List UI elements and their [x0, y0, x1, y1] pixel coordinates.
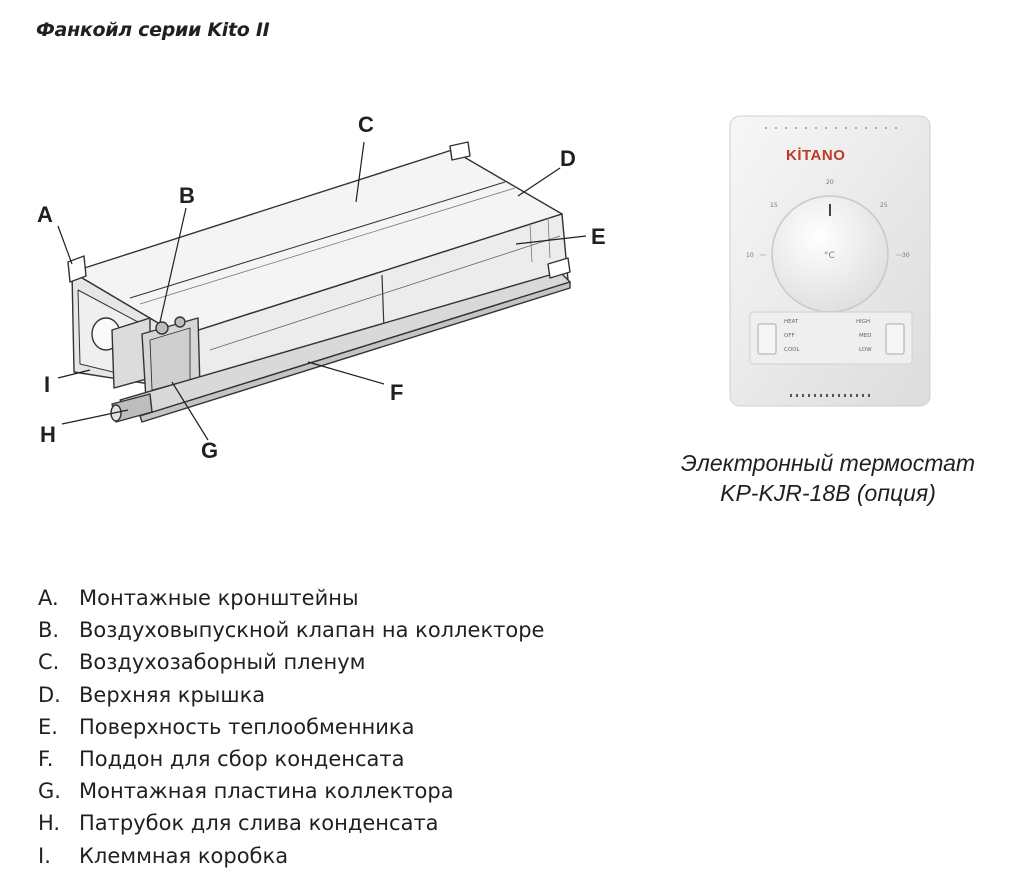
- mode-switch[interactable]: [757, 323, 777, 355]
- legend-letter: G.: [38, 779, 61, 804]
- legend-item: I. Клеммная коробка: [38, 840, 544, 872]
- legend-item: A. Монтажные кронштейны: [38, 582, 544, 614]
- legend-letter: F.: [38, 746, 54, 771]
- dial-tick-label: 20: [826, 179, 834, 186]
- dial-unit-label: °C: [824, 251, 835, 261]
- legend-text: Верхняя крышка: [79, 682, 266, 707]
- legend-letter: A.: [38, 586, 59, 610]
- mode-label-off: OFF: [784, 333, 795, 339]
- callout-leader-lines: [57, 141, 587, 441]
- legend-letter: C.: [38, 650, 60, 675]
- legend-text: Воздухозаборный пленум: [79, 650, 366, 675]
- legend-text: Монтажная пластина коллектора: [79, 779, 454, 804]
- switch-panel: [749, 311, 913, 365]
- page-title: Фанкойл серии Kito II: [36, 19, 270, 41]
- dial-tick-label: 10: [746, 252, 754, 259]
- legend-text: Поверхность теплообменника: [79, 714, 415, 739]
- dial-tick-label: 25: [880, 202, 888, 209]
- callout-d: D: [560, 146, 576, 171]
- legend-letter: B.: [38, 618, 60, 643]
- mode-label-cool: COOL: [784, 347, 800, 353]
- thermostat-caption-model: KP-KJR-18B (опция): [720, 480, 936, 506]
- dial-tick-label: 15: [770, 202, 778, 209]
- fancoil-unit-illustration: [67, 141, 571, 423]
- legend-text: Монтажные кронштейны: [79, 586, 359, 610]
- fancoil-diagram: A B C D E F G H I: [37, 112, 606, 463]
- legend-letter: E.: [38, 714, 58, 739]
- callout-b: B: [179, 183, 195, 208]
- thermostat-brand-logo: KİTANO: [786, 147, 845, 164]
- legend-item: B. Воздуховыпускной клапан на коллекторе: [38, 614, 544, 646]
- legend-letter: H.: [38, 811, 61, 836]
- callout-g: G: [201, 438, 218, 463]
- callout-h: H: [40, 422, 56, 447]
- callout-i: I: [44, 372, 50, 397]
- callout-a: A: [37, 202, 53, 227]
- thermostat-caption-title: Электронный термостат: [680, 450, 976, 476]
- legend-text: Патрубок для слива конденсата: [79, 811, 439, 836]
- dial-tick-label: 30: [902, 252, 910, 259]
- fan-label-high: HIGH: [856, 319, 870, 325]
- legend-item: D. Верхняя крышка: [38, 679, 544, 711]
- legend-text: Воздуховыпускной клапан на коллекторе: [79, 618, 545, 643]
- mode-label-heat: HEAT: [784, 319, 799, 325]
- callout-f: F: [390, 380, 403, 405]
- legend-item: G. Монтажная пластина коллектора: [38, 775, 544, 807]
- thermostat-illustration: KİTANO 10 15 20 25 30 °C HEAT OFF COOL H…: [729, 115, 931, 407]
- legend-letter: I.: [38, 843, 51, 868]
- legend-item: E. Поверхность теплообменника: [38, 711, 544, 743]
- fan-label-low: LOW: [859, 347, 872, 353]
- legend-item: H. Патрубок для слива конденсата: [38, 807, 544, 839]
- fan-label-med: MED: [859, 333, 871, 339]
- callout-e: E: [591, 224, 606, 249]
- legend-item: C. Воздухозаборный пленум: [38, 646, 544, 678]
- callout-c: C: [358, 112, 374, 137]
- legend-letter: D.: [38, 682, 61, 707]
- fan-speed-switch[interactable]: [885, 323, 905, 355]
- component-legend: A. Монтажные кронштейны B. Воздуховыпускно…: [38, 582, 544, 872]
- legend-item: F. Поддон для сбор конденсата: [38, 743, 544, 775]
- legend-text: Клеммная коробка: [79, 843, 289, 868]
- legend-text: Поддон для сбор конденсата: [79, 746, 405, 771]
